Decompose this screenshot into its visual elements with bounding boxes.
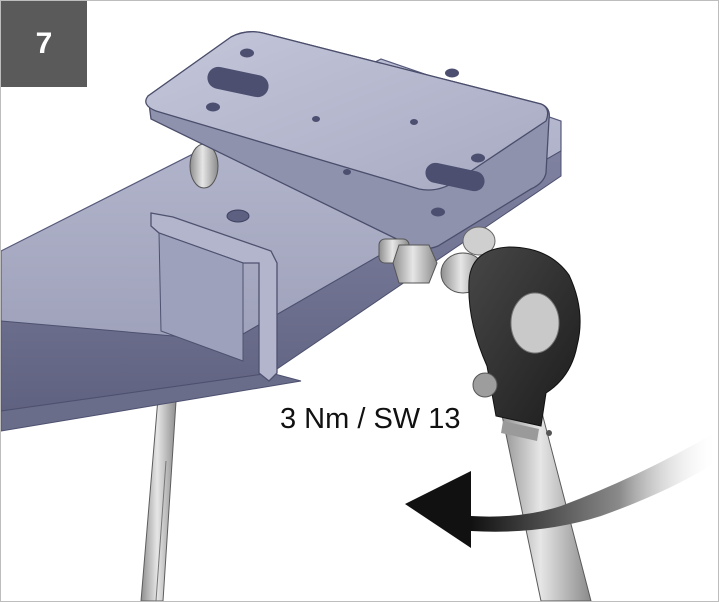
rotation-arrow xyxy=(405,431,718,548)
torque-wrench xyxy=(468,246,592,601)
mounting-plate xyxy=(145,31,550,250)
torque-spec-label: 3 Nm / SW 13 xyxy=(280,403,461,435)
open-end-wrench xyxy=(140,385,178,601)
u-bracket xyxy=(150,209,278,382)
hex-nut xyxy=(189,143,219,189)
ball-joint xyxy=(378,226,496,294)
step-number-badge: 7 xyxy=(1,1,87,87)
